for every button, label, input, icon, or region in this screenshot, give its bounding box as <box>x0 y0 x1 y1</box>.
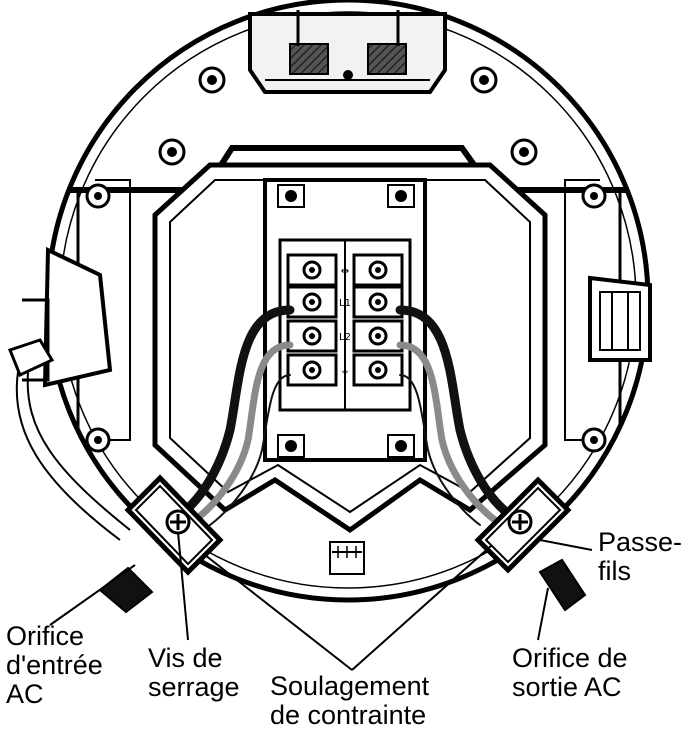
terminal-mark: ⏚ <box>340 365 350 377</box>
label-soulagement-line1: Soulagement <box>270 671 430 701</box>
top-connector <box>248 10 447 94</box>
terminal-clamp <box>286 285 338 319</box>
terminal-mark: L1 <box>339 298 351 309</box>
left-cable-gland <box>8 246 131 541</box>
terminal-screw-center <box>309 367 315 373</box>
label-vis-serrage-line2: serrage <box>148 672 240 702</box>
terminal-screw-center <box>309 267 315 273</box>
terminal-screw-center <box>375 333 381 339</box>
cable-exit-right <box>538 558 587 612</box>
terminal-mark: ↔ <box>341 266 349 277</box>
cable-exit-left <box>98 566 154 614</box>
right-connector <box>588 275 652 362</box>
label-orifice-sortie: Orifice de sortie AC <box>512 644 628 702</box>
label-passe-fils: Passe- fils <box>598 528 682 586</box>
center-plug <box>329 541 365 575</box>
ac-wires <box>175 305 515 526</box>
label-orifice-entree: Orifice d'entrée AC <box>6 622 103 709</box>
strain-relief-left <box>124 474 224 576</box>
label-soulagement: Soulagement de contrainte <box>270 672 429 730</box>
label-orifice-entree-line2: d'entrée <box>6 650 103 680</box>
label-orifice-sortie-line2: sortie AC <box>512 672 622 702</box>
label-orifice-entree-line1: Orifice <box>6 621 85 651</box>
terminal-mark: L2 <box>339 332 351 343</box>
label-soulagement-line2: de contrainte <box>270 700 427 730</box>
label-vis-serrage-line1: Vis de <box>148 643 223 673</box>
terminal-screw-center <box>375 367 381 373</box>
terminal-screw-center <box>375 267 381 273</box>
mounting-screw-icons <box>85 66 607 453</box>
label-passe-fils-line2: fils <box>598 556 631 586</box>
terminal-screw-center <box>309 333 315 339</box>
label-vis-serrage: Vis de serrage <box>148 644 240 702</box>
label-orifice-sortie-line1: Orifice de <box>512 643 628 673</box>
terminal-screw-center <box>375 299 381 305</box>
leader-lines <box>49 531 593 671</box>
strain-relief-right <box>474 476 572 574</box>
label-passe-fils-line1: Passe- <box>598 527 683 557</box>
terminal-clamp <box>352 253 404 287</box>
terminal-screw-center <box>309 299 315 305</box>
label-orifice-entree-line3: AC <box>6 679 44 709</box>
